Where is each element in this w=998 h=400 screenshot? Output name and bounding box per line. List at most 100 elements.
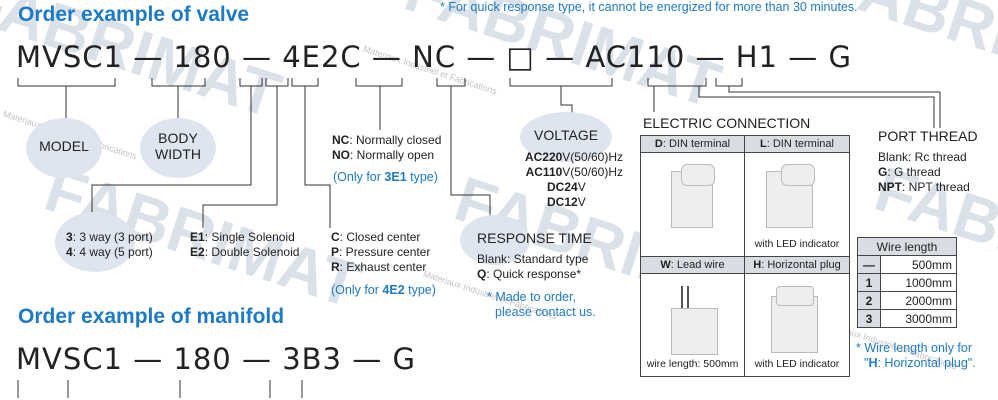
- response-note: * Made to order, please contact us.: [487, 290, 596, 320]
- wire-length-key: —: [857, 255, 881, 274]
- manifold-code: MVSC1 — 180 — 3B3 — G: [16, 342, 416, 376]
- voltage-item: AC110V(50/60)Hz: [525, 165, 623, 179]
- cell-caption-l: with LED indicator: [745, 238, 849, 250]
- wire-note: * Wire length only for "H: Horizontal pl…: [856, 341, 976, 371]
- code-sep: —: [241, 342, 272, 376]
- manifold-code-width: 180: [173, 342, 232, 376]
- cell-caption-w: wire length: 500mm: [641, 358, 744, 370]
- response-note-line: please contact us.: [495, 305, 596, 319]
- code-electric: H1: [735, 40, 778, 74]
- code-sep: —: [695, 40, 726, 74]
- code-body-width: 180: [173, 40, 232, 74]
- center-note: (Only for 4E2 type): [331, 283, 436, 297]
- response-circle: [460, 215, 530, 265]
- code-sep: —: [788, 40, 819, 74]
- cell-caption-h: with LED indicator: [745, 358, 849, 370]
- quick-response-note: * For quick response type, it cannot be …: [440, 0, 858, 14]
- voltage-item: AC220V(50/60)Hz: [524, 150, 623, 164]
- code-function: 4E2C: [282, 40, 362, 74]
- valve-code: MVSC1 — 180 — 4E2C — NC — □ — AC110 — H1…: [16, 40, 852, 74]
- normal-state-note: (Only for 3E1 type): [333, 170, 438, 184]
- model-circle: [26, 118, 102, 178]
- wire-length-value: 1000mm: [880, 273, 957, 292]
- voltage-item: DC24V: [547, 180, 586, 194]
- code-model: MVSC1: [16, 40, 123, 74]
- horizontal-plug-connector-image: [776, 286, 814, 306]
- ports-item: 4: 4 way (5 port): [66, 245, 153, 259]
- grid-divider: [641, 256, 849, 257]
- port-thread-item: NPT: NPT thread: [878, 180, 970, 194]
- code-normal-state: NC: [412, 40, 457, 74]
- response-header: RESPONSE TIME: [477, 230, 592, 246]
- wire-note-line: * Wire length only for: [856, 341, 973, 355]
- code-response: □: [506, 40, 535, 74]
- center-item: R: Exhaust center: [331, 260, 427, 274]
- voltage-circle: [520, 112, 612, 162]
- ports-item: 3: 3 way (3 port): [66, 230, 153, 244]
- code-sep: —: [545, 40, 576, 74]
- code-voltage: AC110: [585, 40, 686, 74]
- port-thread-header: PORT THREAD: [878, 128, 978, 144]
- port-thread-list: Blank: Rc thread G: G thread NPT: NPT th…: [878, 150, 970, 195]
- table-row: —500mm: [857, 255, 957, 274]
- ports-list: 3: 3 way (3 port) 4: 4 way (5 port): [66, 230, 153, 260]
- wire-note-line: "H: Horizontal plug".: [864, 356, 976, 370]
- normal-state-item: NC: Normally closed: [332, 133, 442, 147]
- response-item: Q: Quick response*: [477, 267, 582, 281]
- voltage-item: DC12V: [547, 195, 586, 209]
- electric-grid: D: DIN terminal L: DIN terminal with LED…: [640, 135, 850, 377]
- electric-header: ELECTRIC CONNECTION: [643, 115, 811, 131]
- body-width-line: BODY: [158, 130, 198, 146]
- response-note-line: * Made to order,: [487, 290, 576, 304]
- wire-length-value: 3000mm: [880, 309, 957, 328]
- center-item: C: Closed center: [331, 230, 421, 244]
- wire-length-header: Wire length: [857, 237, 957, 256]
- code-port-thread: G: [828, 40, 852, 74]
- ports-circle: [55, 212, 135, 272]
- response-list: Blank: Standard type Q: Quick response*: [477, 252, 588, 282]
- din-connector-image: [681, 164, 715, 186]
- body-width-label: BODY WIDTH: [140, 130, 216, 162]
- wire-length-value: 2000mm: [880, 291, 957, 310]
- code-sep: —: [241, 40, 272, 74]
- port-thread-item: Blank: Rc thread: [878, 150, 967, 164]
- center-list: C: Closed center P: Pressure center R: E…: [331, 230, 430, 275]
- cell-header-d: D: DIN terminal: [641, 136, 744, 153]
- lead-wire: [681, 286, 683, 308]
- cell-header-w: W: Lead wire: [641, 257, 744, 274]
- manifold-code-thread: G: [392, 342, 416, 376]
- normal-state-item: NO: Normally open: [332, 148, 435, 162]
- voltage-list: AC220V(50/60)Hz AC110V(50/60)Hz DC24V DC…: [513, 150, 623, 210]
- code-sep: —: [133, 40, 164, 74]
- wire-length-key: 1: [857, 273, 881, 292]
- wire-length-key: 3: [857, 309, 881, 328]
- solenoid-item: E2: Double Solenoid: [190, 245, 300, 259]
- valve-example-title: Order example of valve: [18, 3, 250, 26]
- manifold-code-stations: 3B3: [282, 342, 342, 376]
- normal-state-list: NC: Normally closed NO: Normally open: [332, 133, 441, 163]
- center-item: P: Pressure center: [331, 245, 431, 259]
- body-width-line: WIDTH: [155, 146, 201, 162]
- wire-length-value: 500mm: [880, 255, 957, 274]
- lead-wire-image: [671, 308, 718, 355]
- code-sep: —: [352, 342, 383, 376]
- cell-header-h: H: Horizontal plug: [745, 257, 849, 274]
- code-sep: —: [371, 40, 402, 74]
- din-led-connector-image: [781, 164, 815, 186]
- code-sep: —: [133, 342, 164, 376]
- wire-length-key: 2: [857, 291, 881, 310]
- solenoid-list: E1: Single Solenoid E2: Double Solenoid: [190, 230, 299, 260]
- solenoid-item: E1: Single Solenoid: [190, 230, 295, 244]
- response-item: Blank: Standard type: [477, 252, 589, 266]
- voltage-header: VOLTAGE: [534, 127, 599, 143]
- port-thread-item: G: G thread: [878, 165, 941, 179]
- model-label: MODEL: [39, 138, 89, 154]
- manifold-example-title: Order example of manifold: [18, 305, 285, 328]
- manifold-code-model: MVSC1: [16, 342, 123, 376]
- body-width-circle: [140, 118, 216, 178]
- code-sep: —: [466, 40, 497, 74]
